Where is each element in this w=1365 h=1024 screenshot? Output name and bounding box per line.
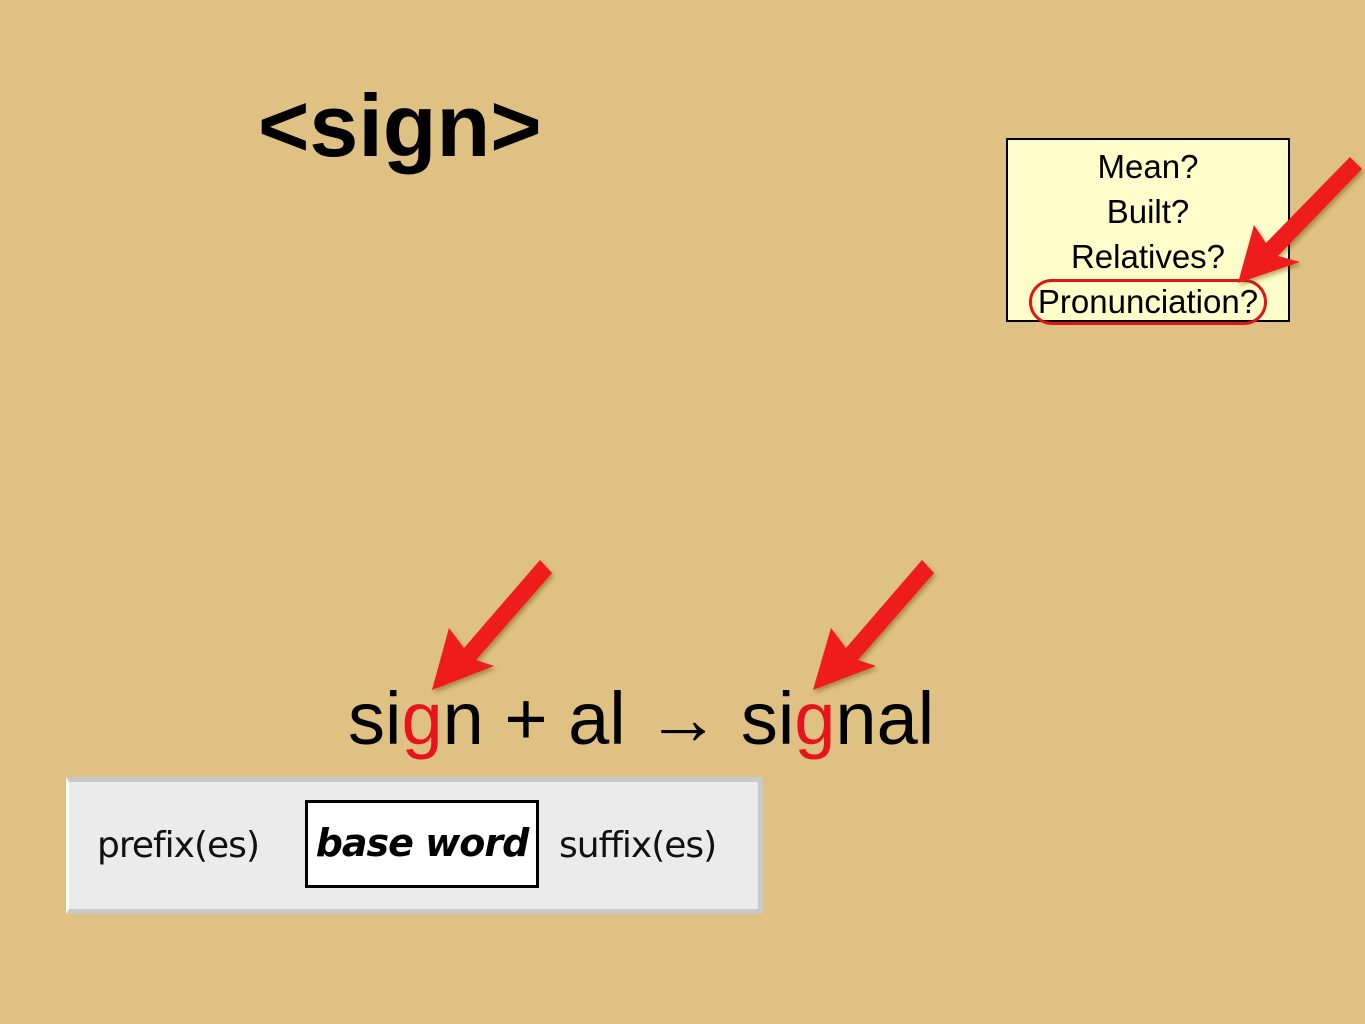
base-word-highlight-letter: g [401,677,443,760]
suffix-addition: + al [483,677,647,760]
question-pronunciation: Pronunciation? [1028,279,1268,325]
result-word-end: nal [835,677,935,760]
result-word-highlight-letter: g [794,677,836,760]
question-built: Built? [1106,193,1190,230]
base-word-end: n [442,677,484,760]
arrow-symbol: → [646,677,721,760]
prefix-label: prefix(es) [97,825,260,866]
word-equation: sign + al → signal [348,682,934,756]
suffix-label: suffix(es) [559,825,717,866]
page-title: <sign> [258,76,542,175]
question-box: Mean? Built? Relatives? Pronunciation? [1006,138,1290,325]
red-arrow-icon [432,560,552,690]
morphology-legend: prefix(es) base word suffix(es) [66,777,763,914]
question-relatives: Relatives? [1070,238,1226,275]
base-word-start: si [348,677,402,760]
result-word-start: si [720,677,795,760]
red-arrow-icon [813,560,934,690]
question-mean: Mean? [1097,148,1199,185]
question-pronunciation-row: Pronunciation? [1008,279,1288,325]
base-word-label: base word [305,800,539,888]
